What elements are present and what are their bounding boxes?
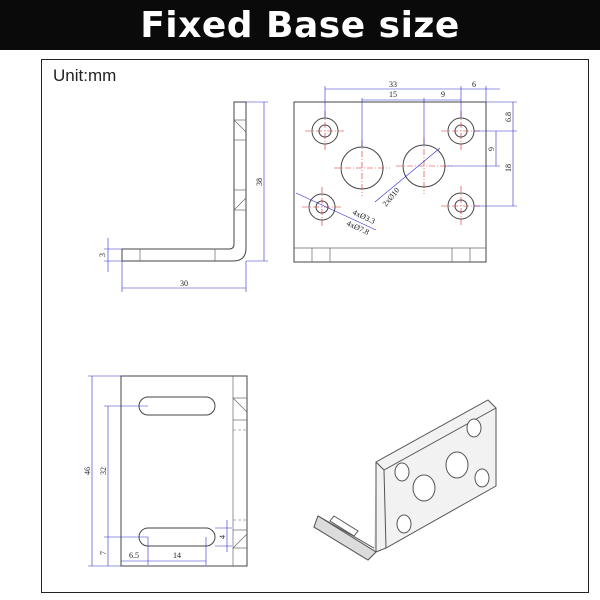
isometric-view bbox=[313, 399, 497, 561]
slot-bottom bbox=[138, 527, 216, 547]
dim-height-38: 38 bbox=[255, 178, 264, 186]
unit-label: Unit:mm bbox=[53, 66, 117, 85]
small-hole-bottom-left bbox=[302, 187, 342, 227]
slot-top bbox=[138, 396, 216, 416]
dim-spacing-9: 9 bbox=[441, 90, 445, 99]
page-title: Fixed Base size bbox=[140, 4, 460, 46]
dim-bottom-7: 7 bbox=[99, 551, 108, 555]
dim-slot-length-14: 14 bbox=[173, 551, 181, 560]
front-view: 33 6 15 9 6.8 9 18 4xØ3.3 4xØ7.8 2xØ10 bbox=[293, 80, 517, 263]
dim-thickness-3: 3 bbox=[98, 253, 107, 257]
large-hole-right bbox=[396, 138, 452, 194]
side-view: 38 3 30 bbox=[98, 101, 268, 292]
dim-top-6-8: 6.8 bbox=[504, 112, 513, 122]
dim-gap-9: 9 bbox=[487, 147, 496, 151]
title-bar: Fixed Base size bbox=[0, 0, 600, 50]
dim-slot-span-32: 32 bbox=[99, 467, 108, 475]
dim-slot-offset-6-5: 6.5 bbox=[129, 551, 139, 560]
dim-spacing-15: 15 bbox=[389, 90, 397, 99]
large-hole-left bbox=[334, 140, 390, 196]
dim-width-33: 33 bbox=[389, 80, 397, 89]
drawing-frame bbox=[41, 59, 589, 593]
dim-span-18: 18 bbox=[504, 164, 513, 172]
dim-height-46: 46 bbox=[83, 467, 92, 475]
dim-slot-width-4: 4 bbox=[218, 535, 227, 539]
dim-length-30: 30 bbox=[180, 279, 188, 288]
callout-large-holes: 2xØ10 bbox=[381, 186, 402, 208]
bottom-view: 46 32 7 6.5 14 4 bbox=[83, 375, 248, 567]
dim-edge-6: 6 bbox=[472, 80, 476, 89]
